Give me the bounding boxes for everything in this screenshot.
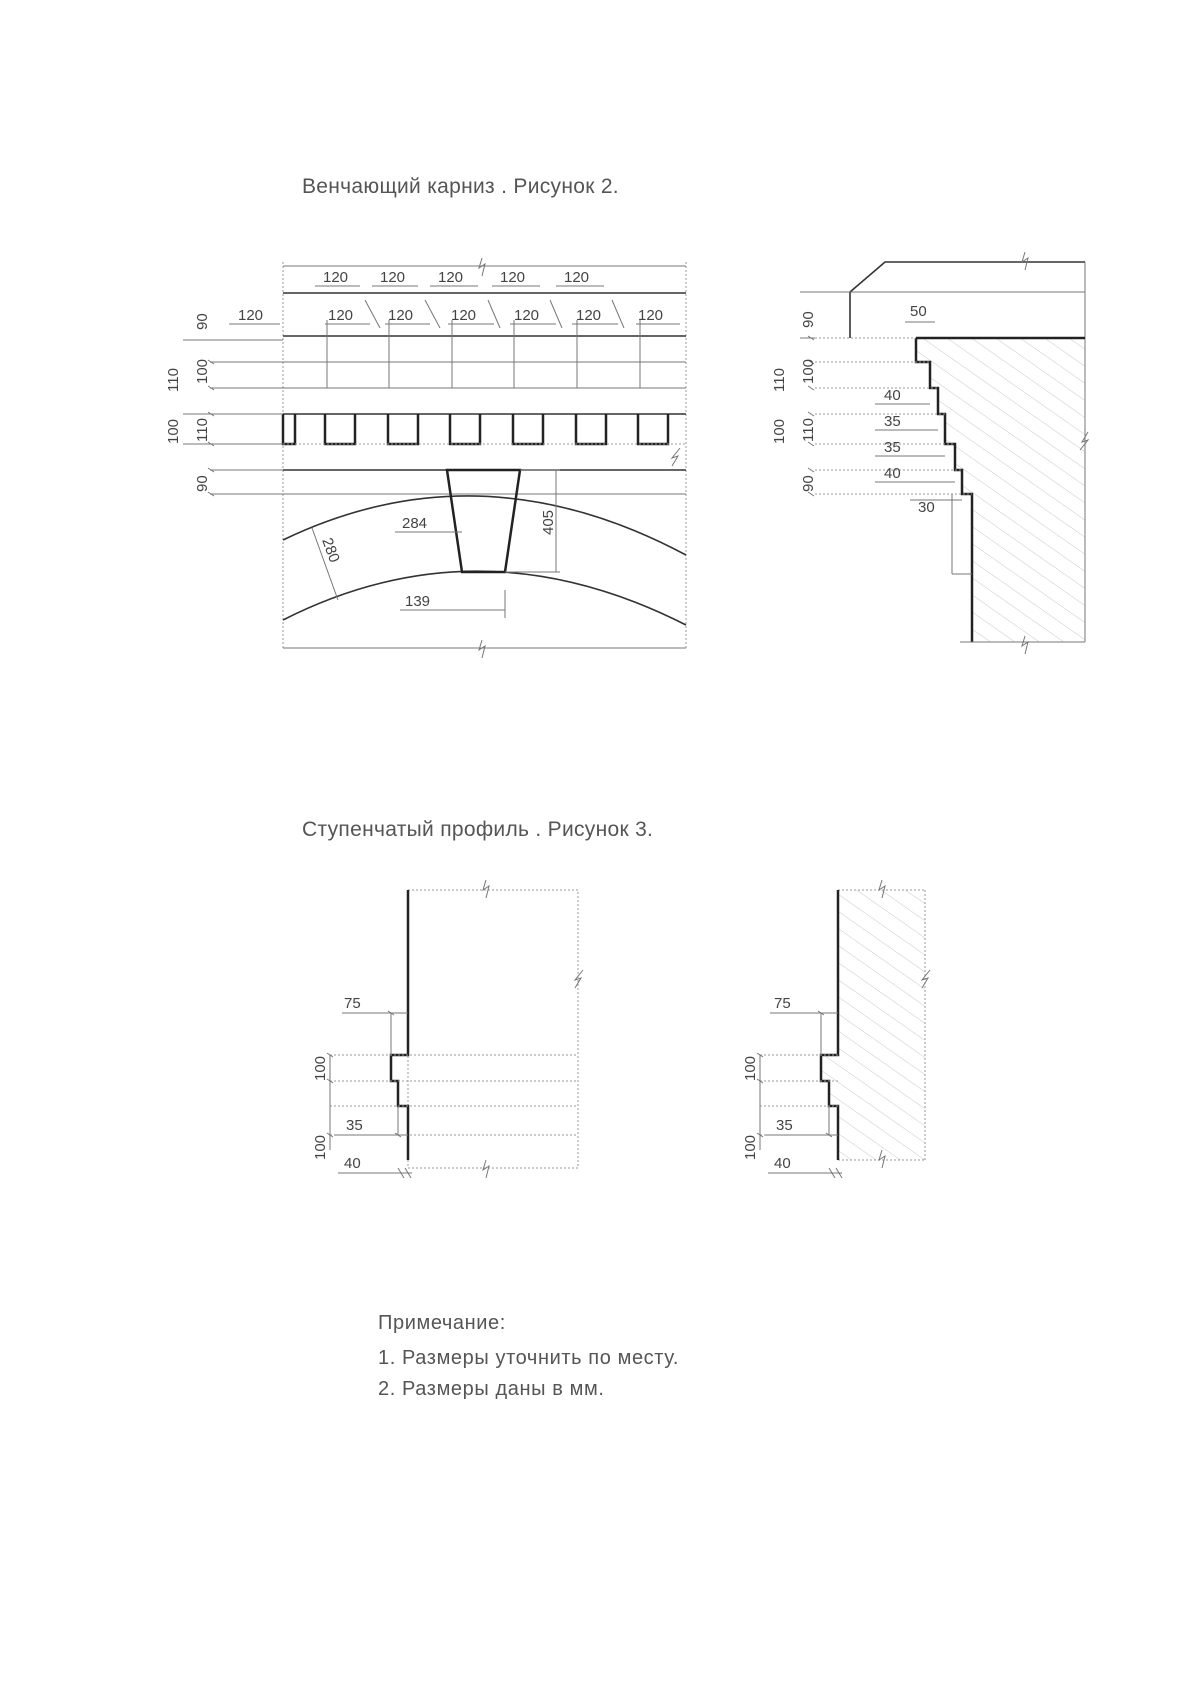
section-left-dim-100-inner: 100 <box>800 359 817 384</box>
second-dim-2: 120 <box>328 307 353 324</box>
fig3-right-dim-40: 40 <box>774 1155 791 1172</box>
fig3-left-dim-75: 75 <box>344 995 361 1012</box>
left-dim-110-inner: 110 <box>194 418 211 442</box>
keystone-dim-139: 139 <box>405 593 430 610</box>
left-dim-100-inner: 100 <box>194 359 211 384</box>
figure-2-section-view: 90 110 100 100 110 90 50 40 35 35 40 30 <box>771 251 1090 655</box>
fig3-right-dim-100-bottom: 100 <box>742 1135 759 1160</box>
keystone-dim-405: 405 <box>540 510 557 535</box>
figure-3-left-profile: 75 100 35 100 40 <box>312 879 584 1179</box>
fig3-right-dim-35: 35 <box>776 1117 793 1134</box>
section-left-dim-100-outer: 100 <box>771 419 788 444</box>
section-step-dim-35a: 35 <box>884 413 901 430</box>
figure-3-title: Ступенчатый профиль . Рисунок 3. <box>302 818 654 841</box>
note-item-2: 2. Размеры даны в мм. <box>378 1378 605 1400</box>
left-dim-90-bottom: 90 <box>194 475 211 492</box>
notes-heading: Примечание: <box>378 1312 506 1334</box>
left-dim-100-outer: 100 <box>165 419 182 444</box>
top-dim-1: 120 <box>323 269 348 286</box>
arch-dim-280: 280 <box>318 536 343 565</box>
second-dim-7: 120 <box>638 307 663 324</box>
section-left-dim-90: 90 <box>800 311 817 328</box>
second-dim-1: 120 <box>238 307 263 324</box>
left-dim-110-outer: 110 <box>165 368 182 392</box>
second-dim-3: 120 <box>388 307 413 324</box>
top-dim-4: 120 <box>500 269 525 286</box>
notes-block: Примечание: 1. Размеры уточнить по месту… <box>378 1308 679 1405</box>
section-left-dim-110-outer: 110 <box>771 368 788 392</box>
figure-2-title: Венчающий карниз . Рисунок 2. <box>302 175 619 198</box>
section-step-dim-35b: 35 <box>884 439 901 456</box>
figure-2-front-view: 120 120 120 120 120 120 120 120 120 120 … <box>165 257 687 659</box>
section-step-dim-30: 30 <box>918 499 935 516</box>
fig3-left-dim-40: 40 <box>344 1155 361 1172</box>
fig3-left-dim-100-bottom: 100 <box>312 1135 329 1160</box>
top-dim-3: 120 <box>438 269 463 286</box>
keystone-dim-284: 284 <box>402 515 427 532</box>
section-left-dim-110-inner: 110 <box>800 418 817 442</box>
fig3-right-dim-100-top: 100 <box>742 1056 759 1081</box>
fig3-right-dim-75: 75 <box>774 995 791 1012</box>
note-item-1: 1. Размеры уточнить по месту. <box>378 1347 680 1369</box>
figure-3-right-profile: 75 100 35 100 40 <box>742 879 931 1179</box>
section-step-dim-50: 50 <box>910 303 927 320</box>
section-step-dim-40: 40 <box>884 387 901 404</box>
second-dim-4: 120 <box>451 307 476 324</box>
section-left-dim-90-bottom: 90 <box>800 475 817 492</box>
top-dim-2: 120 <box>380 269 405 286</box>
second-dim-5: 120 <box>514 307 539 324</box>
section-step-dim-40b: 40 <box>884 465 901 482</box>
fig3-left-dim-35: 35 <box>346 1117 363 1134</box>
fig3-left-dim-100-top: 100 <box>312 1056 329 1081</box>
second-dim-6: 120 <box>576 307 601 324</box>
top-dim-5: 120 <box>564 269 589 286</box>
left-dim-90-top: 90 <box>194 313 211 330</box>
